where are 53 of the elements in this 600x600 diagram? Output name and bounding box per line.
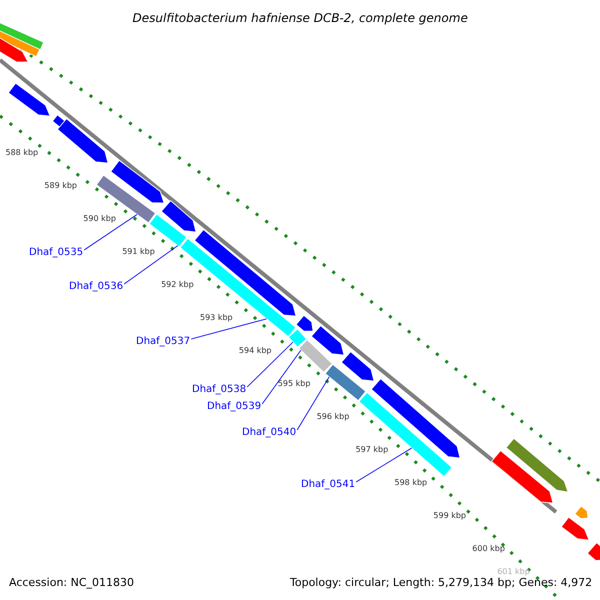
gene-block xyxy=(586,542,600,561)
gene-bar xyxy=(180,238,296,338)
position-label: 592 kbp xyxy=(161,281,194,289)
gene-block xyxy=(560,516,590,540)
position-label: 596 kbp xyxy=(316,413,350,421)
gene-block xyxy=(160,200,197,232)
gene-label: Dhaf_0535 xyxy=(29,248,84,258)
position-label: 598 kbp xyxy=(394,479,428,487)
gene-block xyxy=(56,118,109,164)
gene-block xyxy=(296,314,314,332)
leader-line xyxy=(246,342,294,388)
gene-bar xyxy=(324,364,366,402)
position-label: 600 kbp xyxy=(472,545,505,553)
leader-line xyxy=(356,448,412,482)
position-label: 594 kbp xyxy=(238,347,272,355)
gene-label: Dhaf_0536 xyxy=(69,282,124,292)
leader-line xyxy=(296,376,330,430)
position-label: 590 kbp xyxy=(83,215,116,223)
leader-line xyxy=(262,350,302,404)
gene-label: Dhaf_0537 xyxy=(136,337,190,347)
gene-block xyxy=(370,378,461,458)
accession-text: Accession: NC_011830 xyxy=(9,576,134,588)
gene-label: Dhaf_0538 xyxy=(192,385,246,395)
genome-info-text: Topology: circular; Length: 5,279,134 bp; Genes: 4,972 xyxy=(290,576,592,588)
position-label: 589 kbp xyxy=(44,182,77,190)
gene-bar xyxy=(358,392,453,478)
gene-bar xyxy=(0,28,40,58)
gene-block xyxy=(490,450,554,504)
gene-block xyxy=(574,506,588,520)
gene-block xyxy=(340,351,375,382)
gene-block xyxy=(506,438,569,492)
gene-block xyxy=(0,36,29,62)
gene-label: Dhaf_0541 xyxy=(301,480,356,490)
position-label: 595 kbp xyxy=(278,380,310,388)
gene-label: Dhaf_0539 xyxy=(207,402,262,412)
gene-bar xyxy=(288,328,308,348)
position-label: 593 kbp xyxy=(200,314,233,322)
gene-bar xyxy=(148,214,188,248)
gene-block xyxy=(310,325,345,356)
map-title: Desulfitobacterium hafniense DCB-2, complete genome xyxy=(132,12,468,24)
leader-line xyxy=(190,318,267,340)
gene-label: Dhaf_0540 xyxy=(242,428,296,438)
leader-line xyxy=(84,214,138,250)
gene-bar xyxy=(298,339,333,373)
position-label: 597 kbp xyxy=(356,446,388,454)
position-label: 588 kbp xyxy=(6,149,38,157)
position-label: 599 kbp xyxy=(433,512,466,520)
position-label: 591 kbp xyxy=(122,248,155,256)
gene-block xyxy=(8,82,51,116)
position-label: 601 kbp xyxy=(497,568,530,576)
gene-block xyxy=(110,160,165,204)
leader-line xyxy=(124,245,178,284)
gene-bar xyxy=(0,20,44,50)
